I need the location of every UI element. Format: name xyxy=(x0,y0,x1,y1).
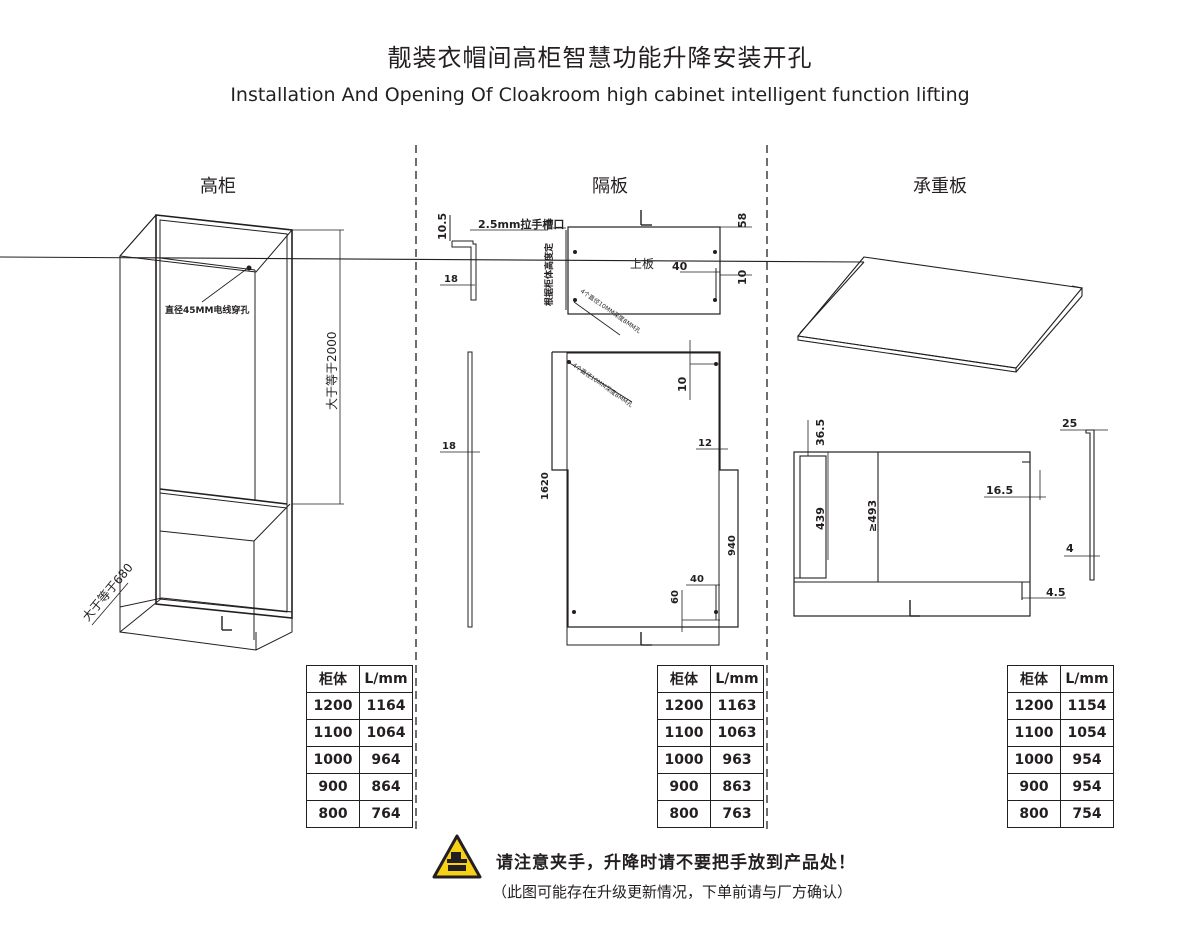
table-cell: L/mm xyxy=(710,665,764,693)
table-cell: 800 xyxy=(657,800,711,828)
table-cell: 900 xyxy=(306,773,360,801)
cabinet-height-label: 大于等于2000 xyxy=(325,331,339,410)
groove-label: 2.5mm拉手槽口 xyxy=(478,217,564,231)
table-cell: 1200 xyxy=(306,692,360,720)
table-cell: 954 xyxy=(1060,746,1114,774)
partition-drawing xyxy=(440,210,752,646)
table-cell: 764 xyxy=(359,800,413,828)
dim-58: 58 xyxy=(736,213,749,228)
dim-940: 940 xyxy=(727,535,738,556)
table-cell: 863 xyxy=(710,773,764,801)
table-cell: 1200 xyxy=(657,692,711,720)
table-cell: 964 xyxy=(359,746,413,774)
table-cell: 963 xyxy=(710,746,764,774)
table-cell: 柜体 xyxy=(306,665,360,693)
table-cell: 800 xyxy=(306,800,360,828)
table-cell: 1000 xyxy=(657,746,711,774)
table-cell: 1100 xyxy=(1007,719,1061,747)
table-cell: 1000 xyxy=(306,746,360,774)
table-cell: 柜体 xyxy=(657,665,711,693)
hand-pinch-warning-icon xyxy=(432,834,482,879)
page-subtitle: Installation And Opening Of Cloakroom hi… xyxy=(230,84,970,106)
section-title-tall-cabinet: 高柜 xyxy=(200,176,236,197)
section-title-partition: 隔板 xyxy=(592,176,628,197)
section-title-shelf: 承重板 xyxy=(913,176,967,197)
holes-side-label: 4个直径10MM深度8MM孔 xyxy=(571,361,635,409)
table-cell: 1100 xyxy=(306,719,360,747)
table-cell: 1063 xyxy=(710,719,764,747)
table-cell: 1100 xyxy=(657,719,711,747)
dim-10b: 10 xyxy=(676,376,689,392)
table-cell: 1154 xyxy=(1060,692,1114,720)
table-cell: 954 xyxy=(1060,773,1114,801)
holes-top-label: 4个直径10MM深度8MM孔 xyxy=(579,287,643,335)
warning-note: （此图可能存在升级更新情况，下单前请与厂方确认） xyxy=(492,883,853,901)
dim-36-5: 36.5 xyxy=(814,419,827,446)
dim-18a: 18 xyxy=(444,274,458,285)
dim-493: ≥493 xyxy=(866,500,879,532)
table-cell: 1000 xyxy=(1007,746,1061,774)
warning-text: 请注意夹手，升降时请不要把手放到产品处！ xyxy=(496,853,856,873)
dim-25: 25 xyxy=(1062,417,1077,430)
dim-10a: 10 xyxy=(736,269,749,285)
dim-4-5: 4.5 xyxy=(1046,586,1066,599)
dim-4: 4 xyxy=(1066,542,1074,555)
dim-18b: 18 xyxy=(442,441,456,452)
table-cell: 754 xyxy=(1060,800,1114,828)
page-title: 靓装衣帽间高柜智慧功能升降安装开孔 xyxy=(387,44,813,72)
table-cell: L/mm xyxy=(359,665,413,693)
table-cell: 1200 xyxy=(1007,692,1061,720)
table-cell: 1163 xyxy=(710,692,764,720)
dim-439: 439 xyxy=(814,507,827,530)
table-cell: 柜体 xyxy=(1007,665,1061,693)
dim-16-5: 16.5 xyxy=(986,484,1013,497)
table-cell: 763 xyxy=(710,800,764,828)
table-cell: L/mm xyxy=(1060,665,1114,693)
dim-1620: 1620 xyxy=(540,472,551,500)
table-cell: 864 xyxy=(359,773,413,801)
table-cell: 1064 xyxy=(359,719,413,747)
tall-cabinet-drawing xyxy=(91,214,344,651)
height-note-label: 根据柜体高度定 xyxy=(543,242,555,306)
table-cell: 900 xyxy=(657,773,711,801)
dim-40b: 40 xyxy=(690,574,704,585)
shelf-drawing xyxy=(0,256,1108,617)
dim-10-5: 10.5 xyxy=(436,213,449,240)
dim-40a: 40 xyxy=(672,260,688,273)
table-cell: 1054 xyxy=(1060,719,1114,747)
table-cell: 800 xyxy=(1007,800,1061,828)
dim-60: 60 xyxy=(670,590,681,604)
cabinet-depth-label: 大于等于680 xyxy=(80,561,136,624)
top-board-label: 上板 xyxy=(630,257,654,271)
cabinet-hole-label: 直径45MM电线穿孔 xyxy=(165,304,249,316)
table-cell: 1164 xyxy=(359,692,413,720)
table-cell: 900 xyxy=(1007,773,1061,801)
dim-12: 12 xyxy=(698,438,712,449)
